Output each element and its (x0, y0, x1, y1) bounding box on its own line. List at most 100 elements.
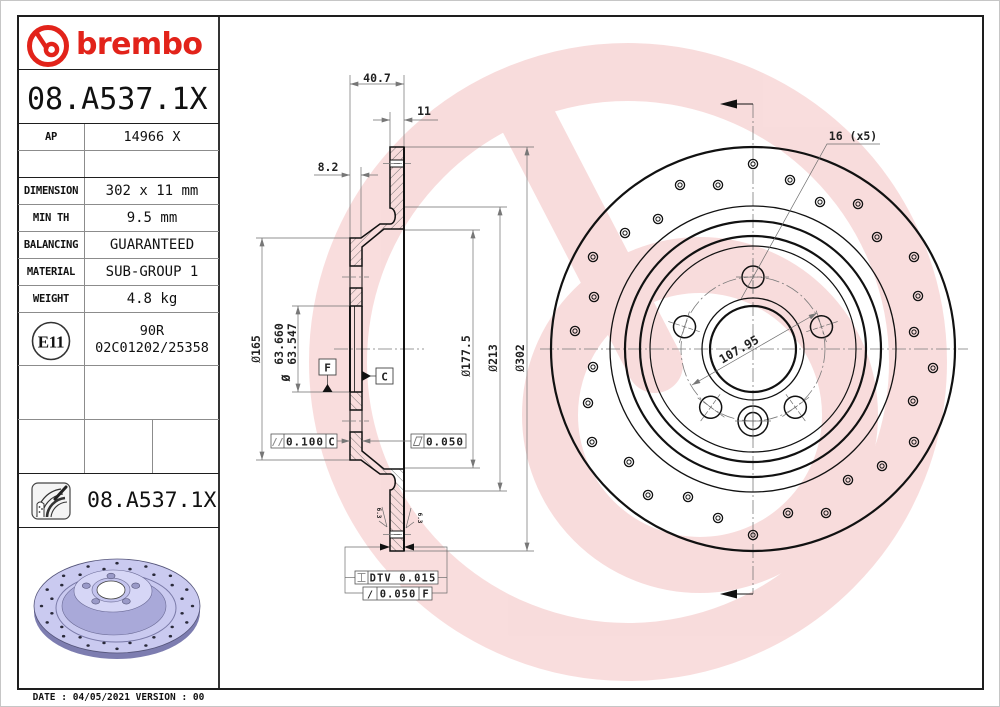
ap-value: 14966 X (84, 124, 219, 150)
drill-hole (871, 231, 883, 243)
spec-label: MATERIAL (26, 266, 76, 278)
brand-row: brembo (18, 16, 219, 70)
section-view: 40.7 11 8.2 Ø165 63.660 (249, 71, 534, 601)
product-render-image (33, 558, 201, 659)
parallelism-tolerance-frame: // 0.100 C (270, 433, 350, 449)
spec-value: 302 x 11 mm (84, 178, 219, 204)
dtv-tolerance-frame: DTV 0.015 (354, 570, 439, 585)
spec-label: BALANCING (23, 239, 79, 251)
bolt-holes (668, 260, 838, 422)
empty-label (18, 151, 84, 177)
drill-holes (569, 158, 939, 541)
friction-ring-inner-edge (609, 205, 897, 493)
dim-thickness-label: 11 (417, 104, 431, 118)
separator: : (181, 692, 188, 703)
dim-disc-diameter: Ø302 (513, 146, 530, 552)
parallelism-symbol: // (271, 437, 283, 448)
drill-hole (712, 179, 724, 191)
bolt-hole-callout-label: 16 (x5) (829, 129, 877, 143)
diameter-symbol: Ø (279, 374, 293, 382)
dim-hat-diameter-label: Ø165 (249, 335, 263, 363)
drill-hole (642, 489, 654, 501)
drill-hole (652, 213, 664, 225)
flatness-tolerance-frame: 0.050 (362, 433, 467, 449)
locating-screw-hole (735, 403, 771, 439)
section-profile (342, 146, 411, 307)
roughness-right: 6.3 (416, 513, 423, 524)
drill-hole (586, 436, 598, 448)
e-mark-cell: E11 (18, 313, 84, 365)
surface-roughness-marks: 6.3 6.3 (375, 506, 423, 529)
brand-wordmark: brembo (76, 27, 203, 62)
version-value: 00 (192, 692, 205, 703)
bolt-hole (696, 393, 725, 422)
empty-row-2 (18, 366, 219, 420)
title-block: brembo 08.A537.1X AP 14966 X DIMENSION 3… (18, 16, 219, 689)
parallelism-value: 0.100 (286, 436, 324, 449)
runout-tolerance-frame: / 0.050 F (362, 586, 433, 601)
section-arrow-top (720, 99, 753, 109)
dim-thickness: 11 (373, 104, 438, 123)
datum-f: F (318, 358, 337, 392)
ap-row: AP 14966 X (18, 124, 219, 151)
e11-mark: E11 (38, 333, 65, 352)
arrow-left-icon (720, 99, 737, 109)
parallelism-datum: C (328, 437, 334, 449)
spec-label: MIN TH (32, 212, 70, 224)
drill-hole (747, 529, 759, 541)
spec-value: 4.8 kg (84, 286, 219, 312)
spec-value: GUARANTEED (84, 232, 219, 258)
disc-outer-edge (549, 145, 957, 553)
spec-label: WEIGHT (32, 293, 70, 305)
empty-three-column-row (18, 420, 219, 474)
drill-hole (712, 512, 724, 524)
bolt-hole-callout: 16 (x5) (740, 129, 880, 300)
dim-flange-thickness: 8.2 (314, 160, 378, 178)
empty-cell (18, 420, 84, 473)
spec-row-balancing: BALANCING GUARANTEED (18, 232, 219, 259)
dtv-value: DTV 0.015 (370, 573, 437, 585)
homologation-values: 90R 02C01202/25358 (84, 313, 219, 365)
roughness-left: 6.3 (375, 508, 382, 519)
drill-hole (852, 198, 864, 210)
dim-disc-diameter-label: Ø302 (513, 344, 527, 372)
date-value: 04/05/2021 (72, 692, 130, 703)
dim-hat-diameter: Ø165 (249, 237, 265, 460)
drilled-disc-icon (31, 482, 71, 520)
spec-value: SUB-GROUP 1 (84, 259, 219, 285)
drill-hole (820, 507, 832, 519)
e11-approval-badge: E11 (31, 321, 71, 361)
drill-hole (814, 196, 826, 208)
drill-hole (582, 397, 594, 409)
spec-label: DIMENSION (23, 185, 79, 197)
dim-ring-diameter: Ø213 (486, 206, 503, 491)
spec-value: 9.5 mm (84, 205, 219, 231)
dim-centre-bore: 63.660 63.547 Ø (272, 306, 301, 392)
dim-overall-height: 40.7 (350, 71, 404, 87)
revision-footer: DATE : 04/05/2021 VERSION : 00 (18, 691, 219, 705)
drill-hole (587, 251, 599, 263)
empty-value (84, 366, 219, 419)
empty-cell (84, 420, 152, 473)
drill-hole (682, 491, 694, 503)
flatness-value: 0.050 (426, 436, 464, 449)
datum-f-label: F (324, 362, 331, 375)
runout-symbol: / (367, 590, 373, 601)
empty-label (18, 366, 84, 419)
empty-row (18, 151, 219, 178)
measurement-arrow-icon (380, 543, 390, 551)
part-number-row: 08.A537.1X (18, 70, 219, 124)
render-drill-dots (39, 561, 195, 651)
spec-row-material: MATERIAL SUB-GROUP 1 (18, 259, 219, 286)
ap-label: AP (44, 131, 58, 143)
extension-lines (256, 75, 534, 552)
spec-row-weight: WEIGHT 4.8 kg (18, 286, 219, 313)
drill-hole (927, 362, 939, 374)
front-view: 107.95 16 (x5) (540, 99, 968, 599)
drawing-frame (17, 15, 984, 690)
drill-hole (908, 326, 920, 338)
product-line-code: 08.A537.1X (87, 488, 217, 513)
dim-centre-bore-min: 63.547 (285, 323, 299, 365)
dim-flange-thickness-label: 8.2 (318, 160, 339, 174)
